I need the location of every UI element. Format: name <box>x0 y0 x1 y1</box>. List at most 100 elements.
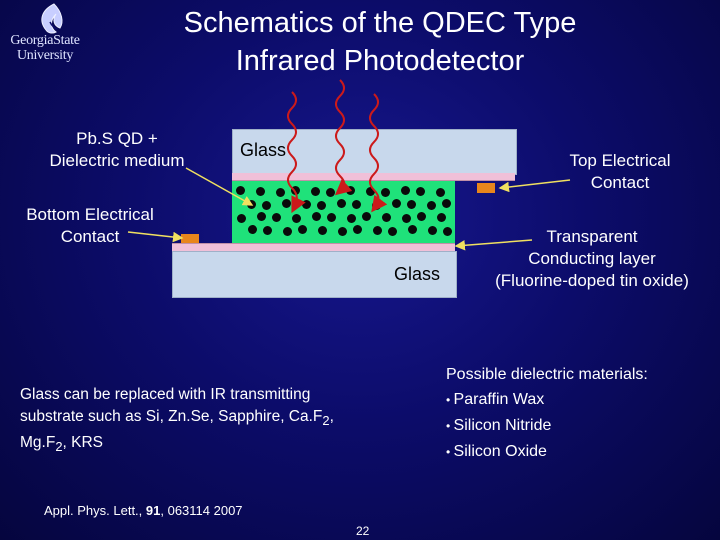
quantum-dot <box>402 214 411 223</box>
quantum-dot <box>428 226 437 235</box>
tco-pointer-line <box>454 239 533 251</box>
infrared-ray-2 <box>334 79 353 196</box>
infrared-ray-1 <box>287 91 306 214</box>
top-glass-label: Glass <box>240 140 287 160</box>
quantum-dot <box>283 227 292 236</box>
quantum-dot <box>337 199 346 208</box>
tco-label-line1: Transparent <box>546 227 638 246</box>
note-line3: Mg.F2, KRS <box>20 432 400 458</box>
dielectric-materials: Possible dielectric materials: • Paraffi… <box>446 362 716 465</box>
quantum-dot <box>353 225 362 234</box>
university-logo: GeorgiaState University <box>2 0 88 70</box>
note-line3-tail: , KRS <box>62 434 103 452</box>
note-line2: substrate such as Si, Zn.Se, Sapphire, C… <box>20 406 400 432</box>
quantum-dot <box>392 199 401 208</box>
citation-volume: 91 <box>145 503 161 518</box>
qd-pointer-line <box>185 167 254 206</box>
quantum-dot <box>311 187 320 196</box>
quantum-dot <box>302 200 311 209</box>
note-line3-text: Mg.F <box>20 434 56 452</box>
quantum-dot <box>326 188 335 197</box>
note-line2-text: substrate such as Si, Zn.Se, Sapphire, C… <box>20 408 323 425</box>
bottom-glass-layer <box>172 251 457 298</box>
top-contact-label: Top Electrical Contact <box>540 150 700 194</box>
quantum-dot <box>408 225 417 234</box>
quantum-dot <box>366 187 375 196</box>
bottom-contact-label-line1: Bottom Electrical <box>26 205 154 224</box>
qd-label-line1: Pb.S QD + <box>76 129 158 148</box>
tco-label-line2: Conducting layer <box>528 249 656 268</box>
quantum-dot <box>347 214 356 223</box>
bottom-conducting-film <box>172 243 455 252</box>
dielectric-item: • Paraffin Wax <box>446 391 545 408</box>
quantum-dot <box>318 226 327 235</box>
quantum-dot <box>427 201 436 210</box>
quantum-dot <box>282 199 291 208</box>
bottom-contact-label-line2: Contact <box>60 227 120 246</box>
quantum-dot-layer <box>232 181 455 243</box>
citation: Appl. Phys. Lett., 91, 063114 2007 <box>44 503 243 518</box>
logo-line2: University <box>16 48 74 63</box>
top-conducting-film <box>232 173 515 181</box>
quantum-dot <box>338 227 347 236</box>
quantum-dot <box>352 200 361 209</box>
quantum-dot <box>262 201 271 210</box>
quantum-dot <box>442 199 451 208</box>
quantum-dot <box>236 186 245 195</box>
quantum-dot <box>292 214 301 223</box>
quantum-dot <box>381 188 390 197</box>
quantum-dot <box>257 212 266 221</box>
note-line2-sub: 2 <box>322 413 330 429</box>
top-contact-label-line2: Contact <box>590 173 650 192</box>
quantum-dot <box>416 187 425 196</box>
note-line3-sub: 2 <box>55 439 63 455</box>
bottom-electrical-contact <box>181 234 199 243</box>
quantum-dot <box>382 213 391 222</box>
quantum-dot <box>373 226 382 235</box>
logo-line1: GeorgiaState <box>10 33 80 48</box>
quantum-dot <box>362 212 371 221</box>
bottom-contact-pointer-line <box>127 231 184 243</box>
dielectric-item: • Silicon Nitride <box>446 417 552 434</box>
quantum-dot <box>263 226 272 235</box>
quantum-dot <box>401 186 410 195</box>
tco-label-line3: (Fluorine-doped tin oxide) <box>495 271 689 290</box>
qd-label: Pb.S QD + Dielectric medium <box>22 128 212 172</box>
flame-logo-icon <box>41 3 63 34</box>
quantum-dot <box>272 213 281 222</box>
note-line2-tail: , <box>329 408 334 425</box>
quantum-dot <box>248 225 257 234</box>
citation-journal: Appl. Phys. Lett., <box>44 503 146 518</box>
bottom-contact-label: Bottom Electrical Contact <box>10 204 170 248</box>
infrared-ray-3 <box>369 93 388 213</box>
quantum-dot <box>298 225 307 234</box>
quantum-dot <box>327 213 336 222</box>
citation-rest: , 063114 2007 <box>160 503 243 518</box>
top-glass-layer <box>232 129 517 175</box>
dielectric-item-0: Paraffin Wax <box>453 391 545 408</box>
tco-label: Transparent Conducting layer (Fluorine-d… <box>474 226 710 292</box>
top-electrical-contact <box>477 183 495 193</box>
quantum-dot <box>237 214 246 223</box>
quantum-dot <box>417 212 426 221</box>
quantum-dot <box>436 188 445 197</box>
dielectric-item-2: Silicon Oxide <box>453 443 547 460</box>
dielectric-item: • Silicon Oxide <box>446 443 547 460</box>
top-contact-pointer-line <box>498 179 571 193</box>
quantum-dot <box>256 187 265 196</box>
bottom-glass-label: Glass <box>394 264 441 284</box>
dielectric-heading: Possible dielectric materials: <box>446 366 648 383</box>
note-line1: Glass can be replaced with IR transmitti… <box>20 386 311 403</box>
title-line1: Schematics of the QDEC Type <box>183 7 577 39</box>
substrate-note: Glass can be replaced with IR transmitti… <box>20 384 400 458</box>
quantum-dot <box>312 212 321 221</box>
page-number: 22 <box>356 524 370 538</box>
quantum-dot <box>388 227 397 236</box>
quantum-dot <box>407 200 416 209</box>
slide-title: Schematics of the QDEC Type Infrared Pho… <box>100 4 660 80</box>
quantum-dot <box>317 201 326 210</box>
quantum-dot <box>443 227 452 236</box>
top-contact-label-line1: Top Electrical <box>569 151 671 170</box>
quantum-dot <box>291 186 300 195</box>
